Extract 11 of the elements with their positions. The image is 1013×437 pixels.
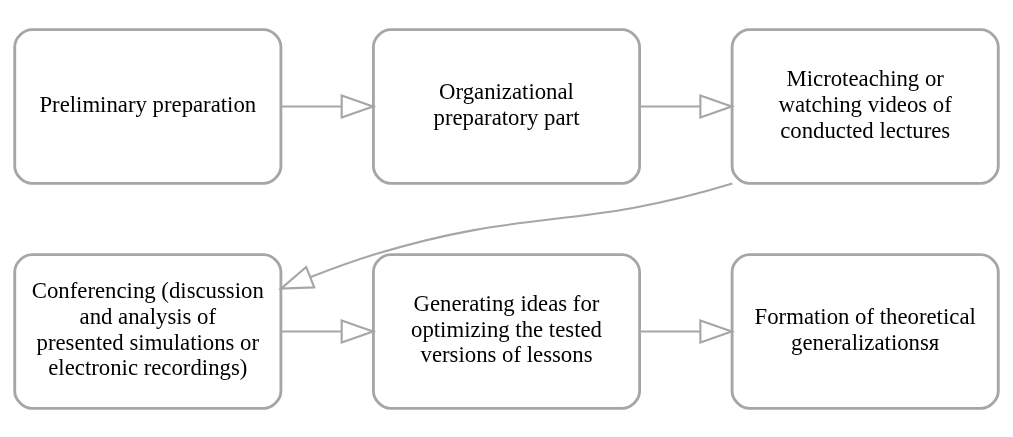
arrow [278, 182, 733, 290]
arrow [639, 318, 735, 344]
node-box: Formation of theoretical generalizationsя [730, 252, 1000, 410]
node-box: Generating ideas for optimizing the tested versions of lessons [372, 252, 641, 410]
arrow [280, 318, 377, 344]
node-box: Microteaching or watching videos of conducted lectures [730, 27, 1000, 185]
arrow [280, 93, 377, 119]
node-box: Preliminary preparation [13, 27, 283, 185]
node-box: Conferencing (discussion and analysis of presented simulations or electronic recordings) [13, 252, 283, 410]
node-box: Organizational preparatory part [372, 27, 641, 185]
arrow [639, 93, 735, 119]
